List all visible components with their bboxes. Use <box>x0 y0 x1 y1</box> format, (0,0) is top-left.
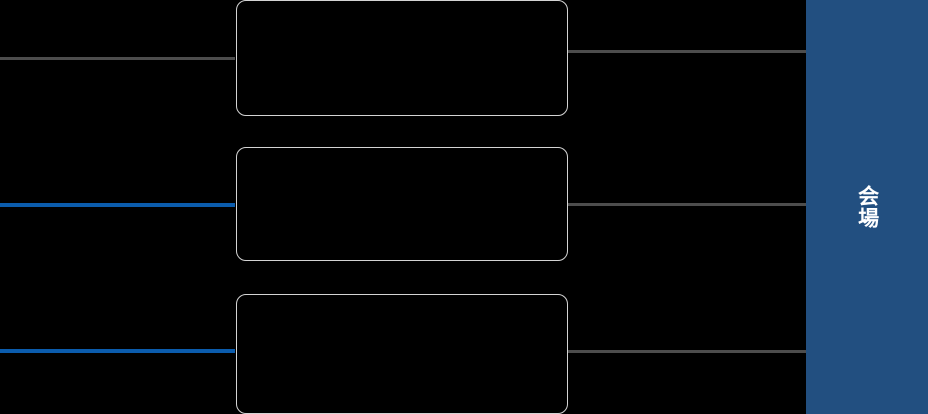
node-box-2[interactable] <box>236 147 568 261</box>
node-box-1[interactable] <box>236 0 568 116</box>
venue-panel-label: 会場 <box>855 185 879 229</box>
connector-line-right-3 <box>568 350 806 353</box>
connector-line-left-2 <box>0 203 235 207</box>
connector-line-left-3 <box>0 349 235 353</box>
connector-line-left-1 <box>0 57 235 60</box>
connector-line-right-1 <box>568 50 806 53</box>
venue-panel[interactable]: 会場 <box>806 0 928 414</box>
node-box-3[interactable] <box>236 294 568 414</box>
connector-line-right-2 <box>568 203 806 206</box>
